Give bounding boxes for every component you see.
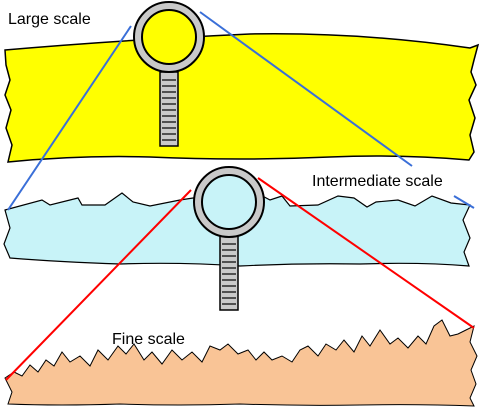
zoom-line-right-lower	[257, 177, 475, 329]
zoom-line-right-upper-continued	[453, 195, 475, 209]
large-scale-surface	[4, 33, 480, 163]
zoom-line-left-lower	[5, 189, 192, 381]
fine-scale-surface	[4, 319, 478, 407]
zoom-line-left-upper	[7, 25, 132, 211]
magnifying-glass-icon	[193, 166, 265, 311]
zoom-line-right-upper	[199, 11, 413, 167]
intermediate-scale-label: Intermediate scale	[312, 173, 443, 190]
magnifying-glass-icon	[133, 1, 205, 147]
fine-scale-label: Fine scale	[112, 331, 185, 348]
large-scale-label: Large scale	[8, 11, 91, 28]
